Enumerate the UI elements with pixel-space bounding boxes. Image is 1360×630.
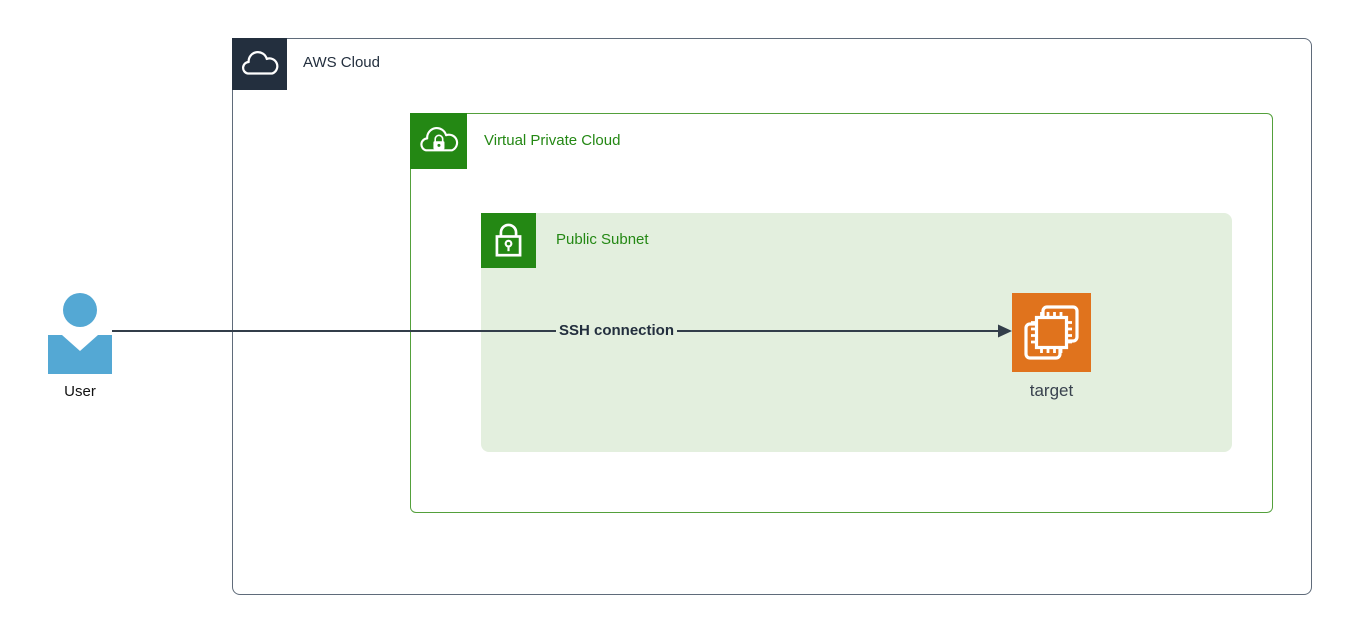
vpc-label: Virtual Private Cloud [484, 132, 621, 149]
public-subnet-icon [481, 213, 536, 268]
target-node [1012, 293, 1091, 372]
ssh-connection-label: SSH connection [556, 321, 678, 340]
lock-icon [484, 216, 533, 265]
person-icon [47, 292, 113, 374]
user-label: User [64, 383, 96, 400]
user-node [47, 292, 113, 374]
target-label: target [1029, 381, 1074, 400]
public-subnet-label: Public Subnet [556, 231, 649, 248]
ec2-chip-icon [1012, 293, 1091, 372]
cloud-icon [236, 42, 283, 87]
vpc-icon [410, 113, 467, 169]
aws-cloud-icon [232, 38, 287, 90]
cloud-lock-icon [414, 117, 463, 165]
aws-cloud-label: AWS Cloud [303, 54, 380, 71]
